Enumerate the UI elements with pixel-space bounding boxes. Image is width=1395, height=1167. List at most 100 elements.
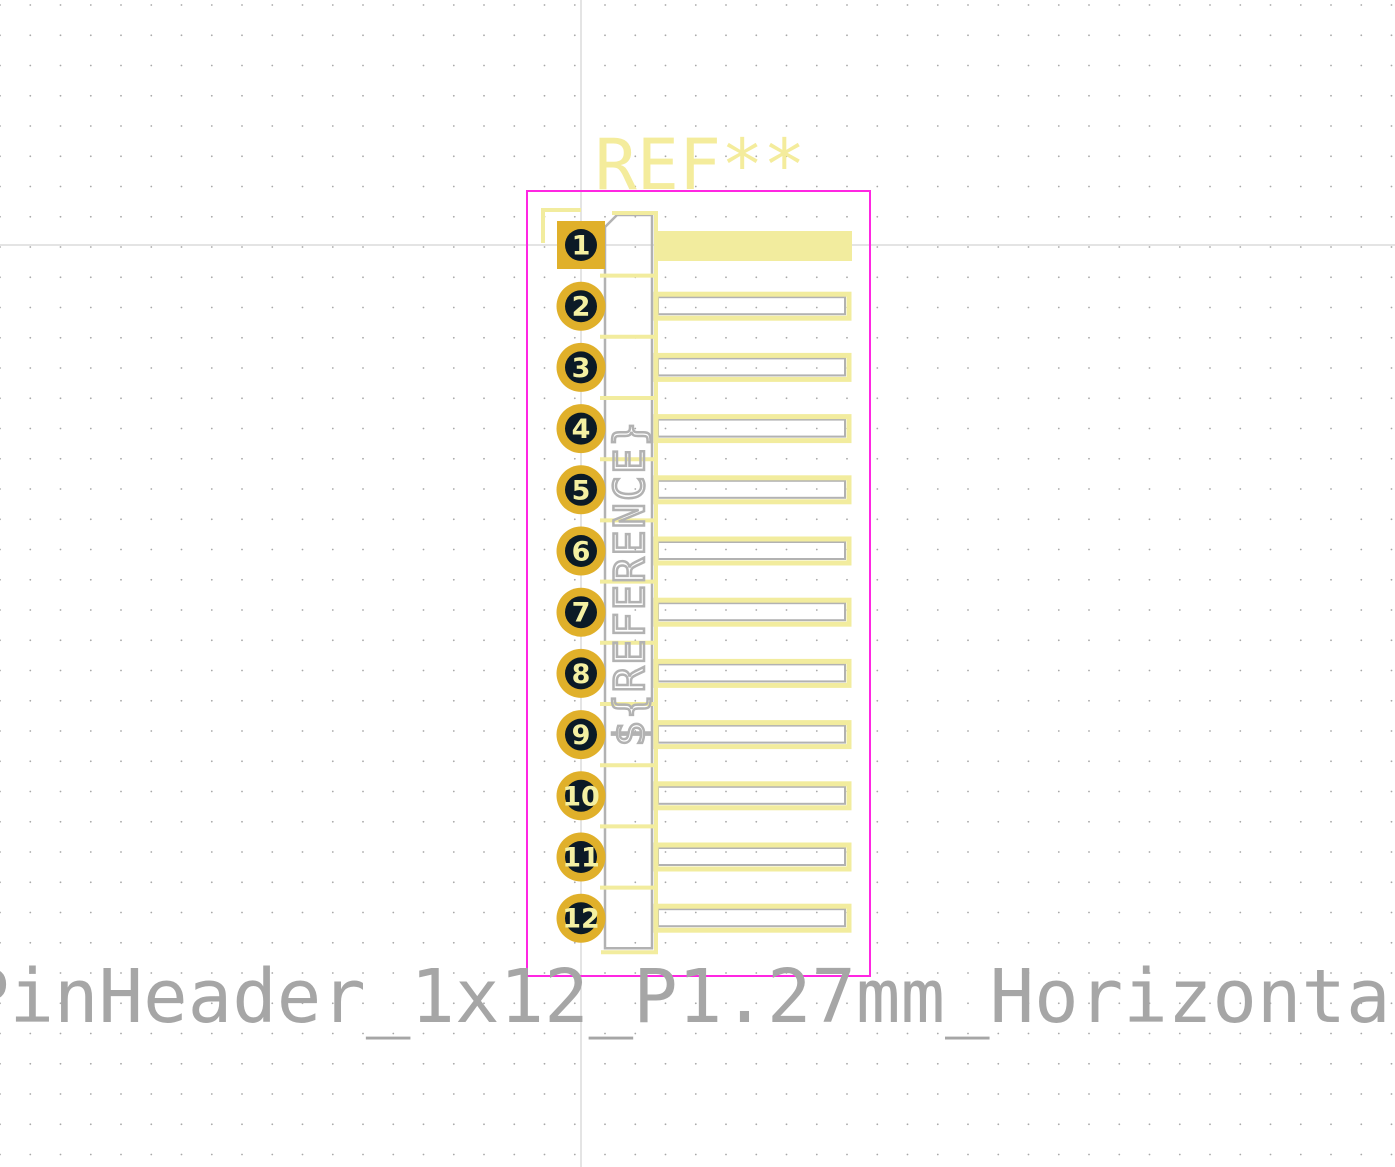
pad[interactable]: 8: [556, 648, 606, 698]
grid-dot: [513, 972, 516, 974]
pad[interactable]: 10: [556, 771, 606, 821]
pad[interactable]: 9: [556, 710, 606, 760]
grid-dot: [59, 94, 62, 97]
grid-dot: [513, 34, 516, 37]
grid-dot: [0, 215, 1, 218]
grid-dot: [241, 427, 243, 430]
pad[interactable]: 7: [556, 587, 606, 637]
grid-dot: [1299, 1123, 1302, 1126]
grid-dot: [604, 1002, 606, 1005]
grid-dot: [483, 518, 485, 521]
grid-dot: [1088, 397, 1090, 400]
grid-dot: [210, 851, 213, 853]
grid-dot: [997, 397, 1000, 400]
grid-dot: [1057, 1093, 1060, 1095]
grid-dot: [906, 972, 909, 974]
grid-dot: [301, 185, 304, 188]
grid-dot: [1209, 64, 1211, 67]
grid-dot: [664, 336, 667, 339]
grid-dot: [483, 94, 485, 97]
grid-dot: [0, 336, 1, 339]
grid-dot: [1390, 669, 1393, 672]
grid-dot: [150, 155, 153, 158]
grid-dot: [89, 397, 92, 400]
pad[interactable]: 6: [556, 526, 606, 576]
grid-dot: [785, 881, 788, 884]
grid-dot: [725, 215, 727, 218]
grid-dot: [483, 125, 485, 127]
grid-dot: [301, 1093, 304, 1095]
grid-dot: [89, 820, 92, 823]
grid-dot: [1239, 276, 1242, 279]
grid-dot: [785, 609, 788, 611]
grid-dot: [967, 306, 969, 309]
grid-dot: [452, 4, 455, 6]
grid-dot: [362, 609, 364, 611]
grid-dot: [513, 760, 516, 763]
grid-dot: [271, 699, 274, 702]
grid-dot: [29, 94, 32, 97]
grid-dot: [846, 94, 848, 97]
grid-dot: [634, 155, 637, 158]
pad[interactable]: 1: [557, 221, 605, 269]
grid-dot: [1360, 397, 1363, 400]
grid-dot: [1330, 276, 1332, 279]
pad[interactable]: 2: [556, 281, 606, 331]
grid-dot: [483, 1032, 485, 1035]
pad[interactable]: 12: [556, 893, 606, 943]
grid-dot: [301, 246, 304, 248]
grid-dot: [1027, 427, 1030, 430]
grid-dot: [634, 820, 637, 823]
grid-dot: [29, 155, 32, 158]
grid-dot: [452, 457, 455, 460]
pad[interactable]: 4: [556, 404, 606, 454]
grid-dot: [89, 972, 92, 974]
grid-dot: [210, 397, 213, 400]
grid-dot: [1299, 4, 1302, 6]
grid-dot: [1178, 639, 1181, 642]
grid-dot: [331, 397, 334, 400]
grid-dot: [331, 306, 334, 309]
grid-dot: [997, 972, 1000, 974]
grid-dot: [1148, 457, 1151, 460]
grid-dot: [1360, 851, 1363, 853]
grid-dot: [120, 457, 122, 460]
grid-dot: [180, 215, 183, 218]
grid-dot: [0, 518, 1, 521]
grid-dot: [664, 427, 667, 430]
pad[interactable]: 3: [556, 342, 606, 392]
grid-dot: [1148, 367, 1151, 369]
grid-dot: [29, 1153, 32, 1156]
grid-dot: [936, 639, 939, 642]
pad-drill-hole: [565, 596, 597, 629]
grid-dot: [150, 790, 153, 793]
grid-dot: [1360, 1002, 1363, 1005]
grid-dot: [815, 1123, 818, 1126]
grid-dot: [1057, 1062, 1060, 1065]
grid-dot: [210, 306, 213, 309]
grid-dot: [1390, 548, 1393, 551]
grid-dot: [846, 518, 848, 521]
grid-dot: [573, 881, 576, 884]
grid-dot: [1027, 276, 1030, 279]
grid-dot: [89, 1093, 92, 1095]
grid-dot: [664, 669, 667, 672]
grid-dot: [241, 1032, 243, 1035]
grid-dot: [1390, 125, 1393, 127]
grid-dot: [331, 155, 334, 158]
grid-dot: [815, 851, 818, 853]
grid-dot: [1148, 1002, 1151, 1005]
grid-dot: [241, 669, 243, 672]
pad[interactable]: 11: [556, 832, 606, 882]
pad-number: 3: [572, 353, 591, 384]
pad[interactable]: 5: [556, 465, 606, 515]
grid-dot: [1027, 4, 1030, 6]
grid-dot: [725, 185, 727, 188]
grid-dot: [59, 730, 62, 732]
grid-dot: [392, 4, 395, 6]
grid-dot: [1360, 125, 1363, 127]
grid-dot: [543, 760, 546, 763]
grid-dot: [271, 397, 274, 400]
